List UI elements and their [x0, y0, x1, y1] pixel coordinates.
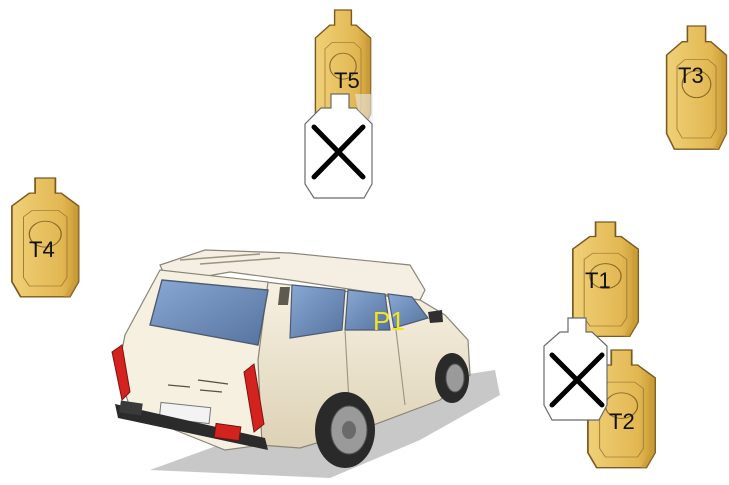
target-label-t3: T3 — [678, 63, 704, 88]
target-label-t2: T2 — [609, 409, 635, 434]
target-t3: T3 — [667, 26, 727, 149]
target-label-t5: T5 — [334, 68, 360, 93]
target-t4: T4 — [12, 178, 79, 297]
target-label-t4: T4 — [29, 237, 55, 262]
position-label-p1: P1 — [373, 306, 405, 336]
target-label-t1: T1 — [585, 268, 611, 293]
